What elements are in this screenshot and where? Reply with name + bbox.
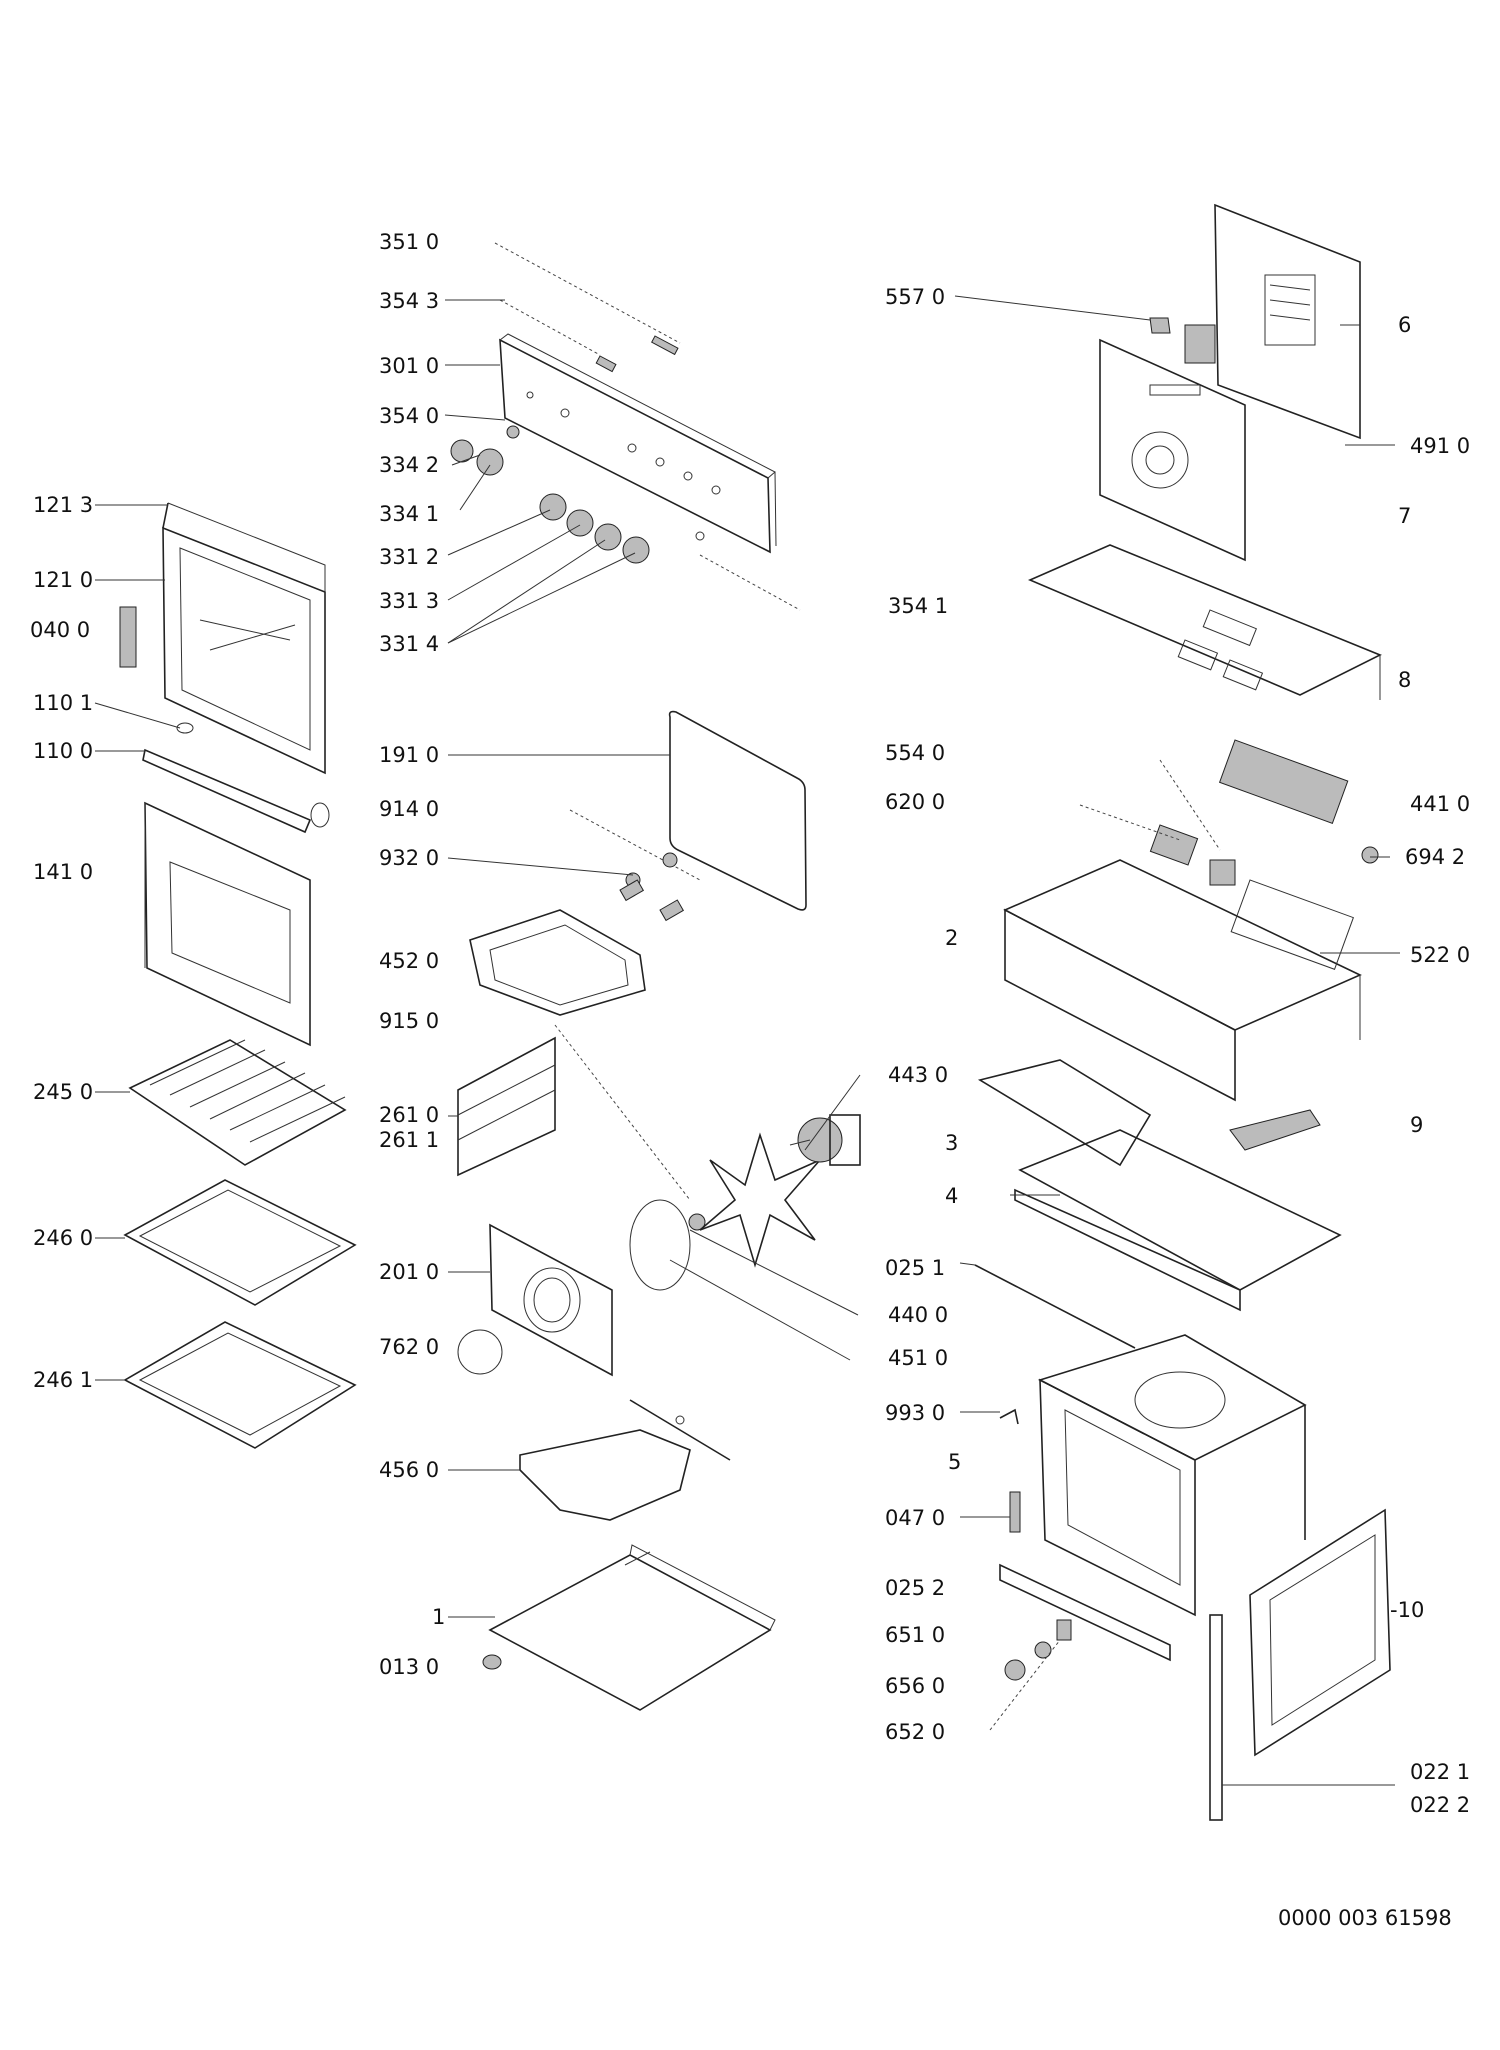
- part-label-914-0: 914 0: [379, 797, 440, 821]
- part-label-110-1: 110 1: [33, 691, 94, 715]
- part-label-456-0: 456 0: [379, 1458, 440, 1482]
- part-label-334-2: 334 2: [379, 453, 440, 477]
- part-label-452-0: 452 0: [379, 949, 440, 973]
- rear-panel-group: [1099, 203, 1361, 562]
- part-label-3: 3: [945, 1131, 959, 1155]
- part-label-4: 4: [945, 1184, 959, 1208]
- part-label-301-0: 301 0: [379, 354, 440, 378]
- part-label-5: 5: [948, 1450, 962, 1474]
- part-label-354-3: 354 3: [379, 289, 440, 313]
- fan-cover-201: [457, 1199, 706, 1377]
- side-rails-261: [457, 1024, 691, 1201]
- part-label-491-0: 491 0: [1410, 434, 1471, 458]
- part-label-522-0: 522 0: [1410, 943, 1471, 967]
- part-label-620-0: 620 0: [885, 790, 946, 814]
- leader-lines: [94, 295, 1400, 1786]
- oven-cavity: [999, 1334, 1307, 1662]
- trays-3-4-9: [974, 1059, 1342, 1349]
- part-label-915-0: 915 0: [379, 1009, 440, 1033]
- part-label-141-0: 141 0: [33, 860, 94, 884]
- part-label-261-1: 261 1: [379, 1128, 440, 1152]
- part-label-932-0: 932 0: [379, 846, 440, 870]
- part-label-451-0: 451 0: [888, 1346, 949, 1370]
- part-label-651-0: 651 0: [885, 1623, 946, 1647]
- document-id: 0000 003 61598: [1278, 1906, 1452, 1930]
- part-label-656-0: 656 0: [885, 1674, 946, 1698]
- part-label-443-0: 443 0: [888, 1063, 949, 1087]
- part-label-557-0: 557 0: [885, 285, 946, 309]
- part-label-047-0: 047 0: [885, 1506, 946, 1530]
- controls-box-group: [1003, 739, 1379, 1102]
- part-label-040-0: 040 0: [30, 618, 91, 642]
- part-label-554-0: 554 0: [885, 741, 946, 765]
- part-label-334-1: 334 1: [379, 502, 440, 526]
- oven-door-assembly: [119, 502, 330, 1047]
- part-label-121-0: 121 0: [33, 568, 94, 592]
- part-label-652-0: 652 0: [885, 1720, 946, 1744]
- part-label-331-3: 331 3: [379, 589, 440, 613]
- part-label-331-2: 331 2: [379, 545, 440, 569]
- fan-and-motor-443-440: [699, 1114, 861, 1268]
- part-label-246-1: 246 1: [33, 1368, 94, 1392]
- part-label-354-1: 354 1: [888, 594, 949, 618]
- part-label-6: 6: [1398, 313, 1412, 337]
- part-label-694-2: 694 2: [1405, 845, 1466, 869]
- part-label-2: 2: [945, 926, 959, 950]
- part-label-022-2: 022 2: [1410, 1793, 1471, 1817]
- grill-element-452: [469, 852, 685, 1016]
- part-label-1: 1: [432, 1605, 446, 1629]
- part-label-7: 7: [1398, 504, 1412, 528]
- knobs-331-334: [450, 425, 705, 564]
- part-label-110-0: 110 0: [33, 739, 94, 763]
- small-parts-right: [989, 1619, 1072, 1731]
- bottom-panel-1: [482, 1544, 776, 1711]
- part-label-354-0: 354 0: [379, 404, 440, 428]
- part-label-025-2: 025 2: [885, 1576, 946, 1600]
- lower-element-456: [519, 1399, 731, 1521]
- control-panel-301: [494, 242, 801, 611]
- side-door-10: [1209, 1508, 1391, 1821]
- part-label-9: 9: [1410, 1113, 1424, 1137]
- part-label-013-0: 013 0: [379, 1655, 440, 1679]
- part-label-245-0: 245 0: [33, 1080, 94, 1104]
- part-label-441-0: 441 0: [1410, 792, 1471, 816]
- part-label-022-1: 022 1: [1410, 1760, 1471, 1784]
- part-label-201-0: 201 0: [379, 1260, 440, 1284]
- part-label-8: 8: [1398, 668, 1412, 692]
- part-label-331-4: 331 4: [379, 632, 440, 656]
- part-label-191-0: 191 0: [379, 743, 440, 767]
- back-panel-191: [569, 710, 807, 911]
- part-label-351-0: 351 0: [379, 230, 440, 254]
- part-label-025-1: 025 1: [885, 1256, 946, 1280]
- part-label-261-0: 261 0: [379, 1103, 440, 1127]
- part-label-121-3: 121 3: [33, 493, 94, 517]
- racks-and-trays: [123, 1039, 357, 1449]
- part-label-440-0: 440 0: [888, 1303, 949, 1327]
- part-label-993-0: 993 0: [885, 1401, 946, 1425]
- part-label-10: -10: [1390, 1598, 1425, 1622]
- part-label-246-0: 246 0: [33, 1226, 94, 1250]
- part-label-762-0: 762 0: [379, 1335, 440, 1359]
- top-panel-354: [1027, 544, 1382, 700]
